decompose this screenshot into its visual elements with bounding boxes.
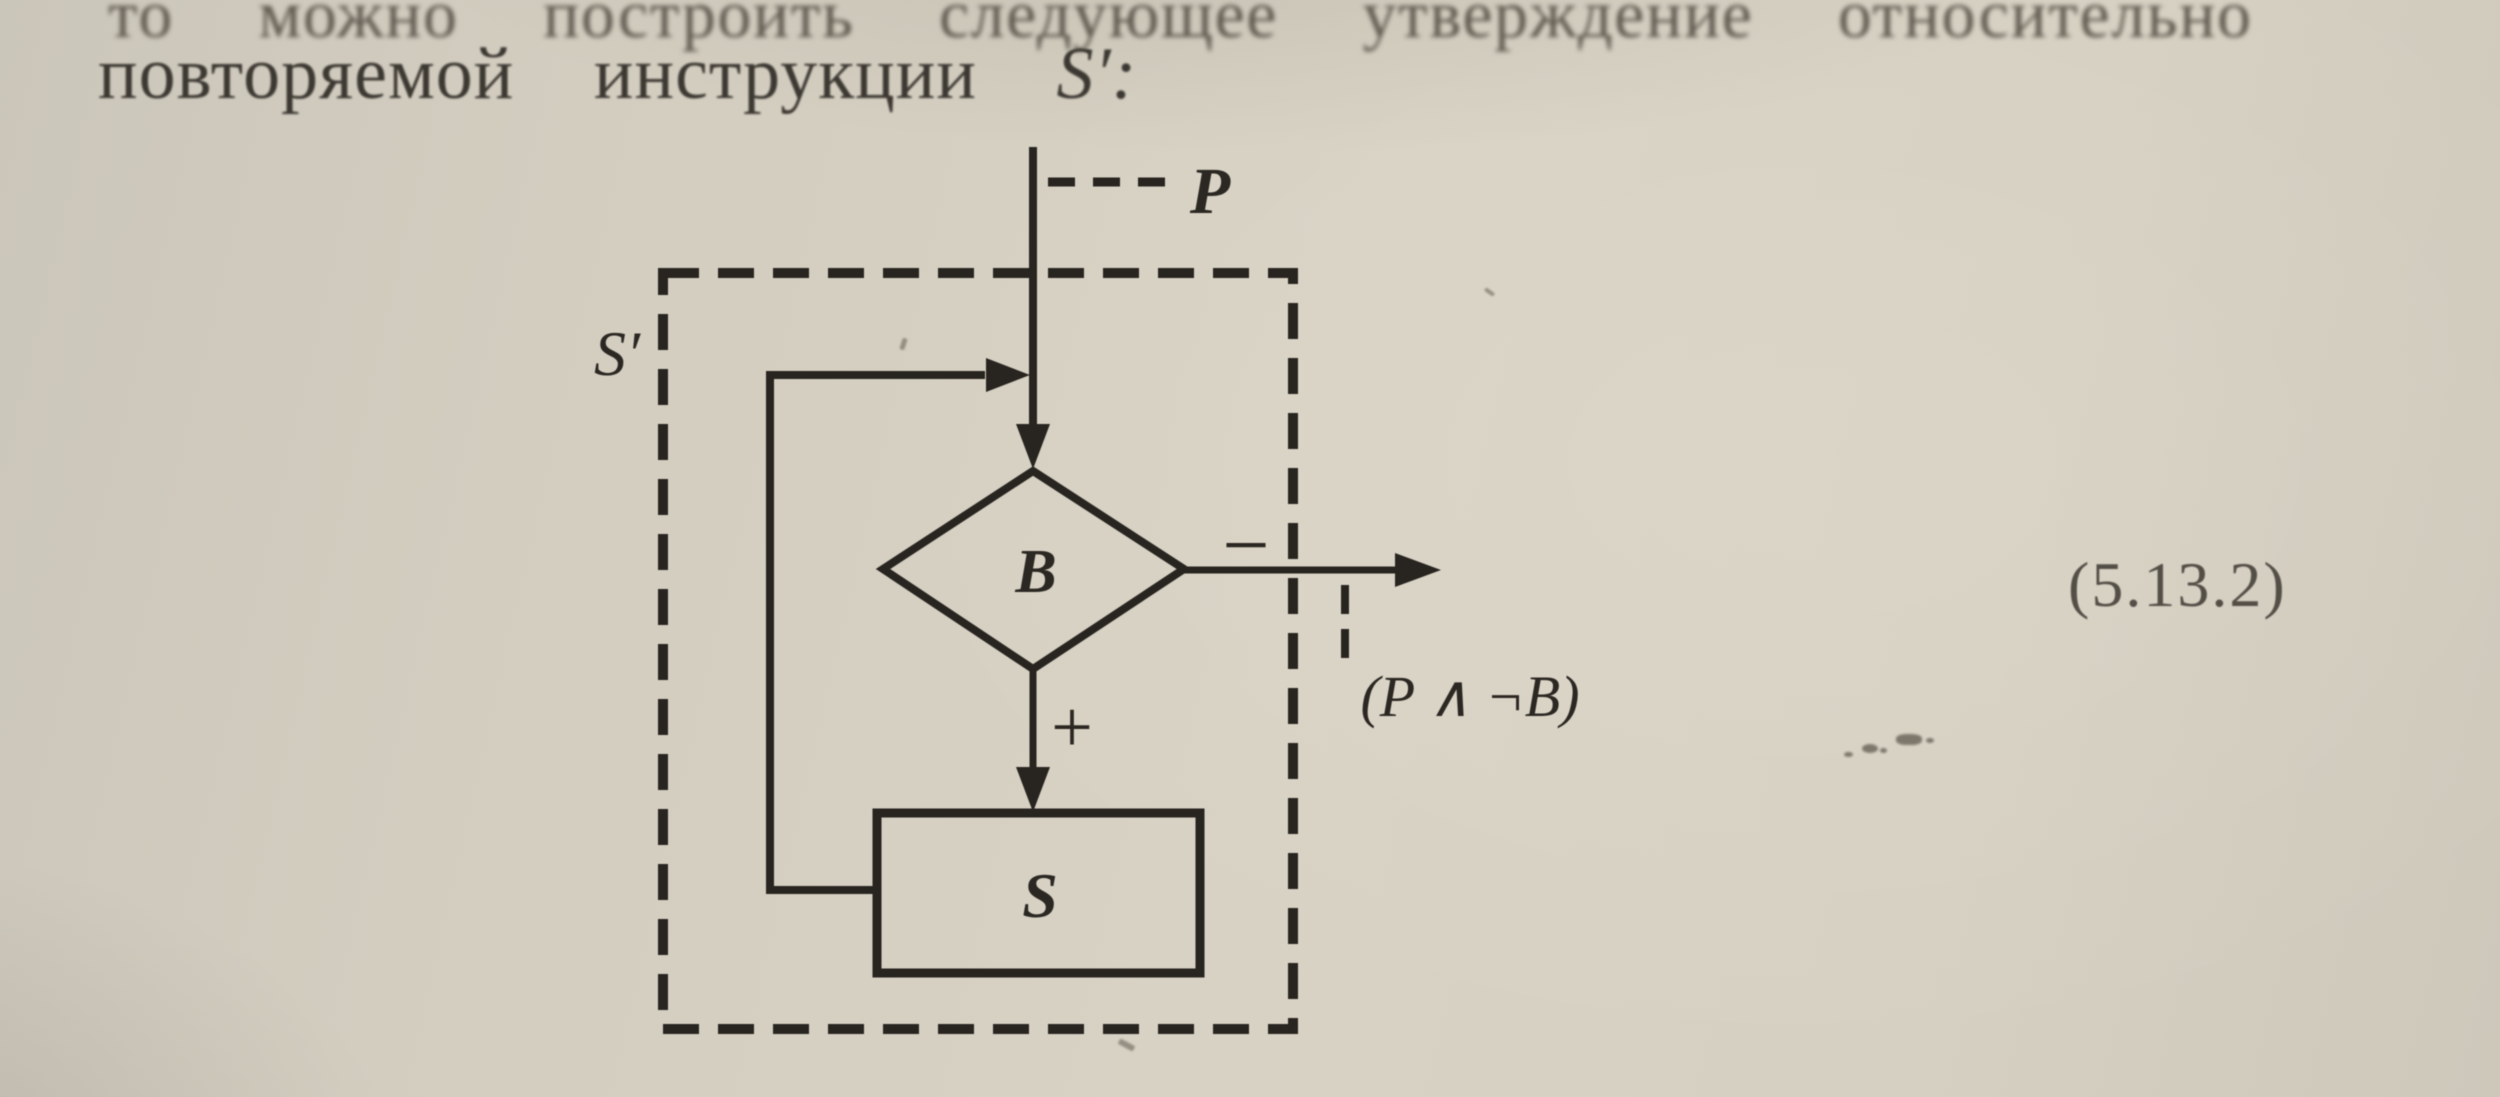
entry-arrowhead-icon [1016,424,1050,469]
body-label: S [1022,860,1058,931]
body-rectangle [872,808,1205,978]
loop-boundary-label: S′ [594,318,641,389]
paragraph-line-1: то можно построить следующее утверждение… [108,0,2253,52]
loop-boundary-dashed-box [658,268,1298,1034]
false-branch-sign: − [1222,499,1269,592]
exit-assertion-label: (P ∧ ¬B) [1360,664,1579,729]
true-branch-sign: + [1051,687,1093,769]
true-branch-arrowhead-icon [1016,767,1050,812]
loop-back-arrowhead-icon [986,358,1030,392]
exit-arrowhead-icon [1395,553,1441,587]
paragraph-line-2: повторяемой инструкции S′: [98,32,1137,117]
condition-label: B [1014,538,1056,606]
paragraph-line-2-text: повторяемой инструкции [98,33,977,115]
ink-smudge [1840,726,1950,766]
equation-number: (5.13.2) [2068,549,2287,620]
loop-back-line [766,371,985,894]
entry-assertion-label: P [1189,155,1231,228]
paragraph-line-2-math: S′: [1056,33,1138,115]
